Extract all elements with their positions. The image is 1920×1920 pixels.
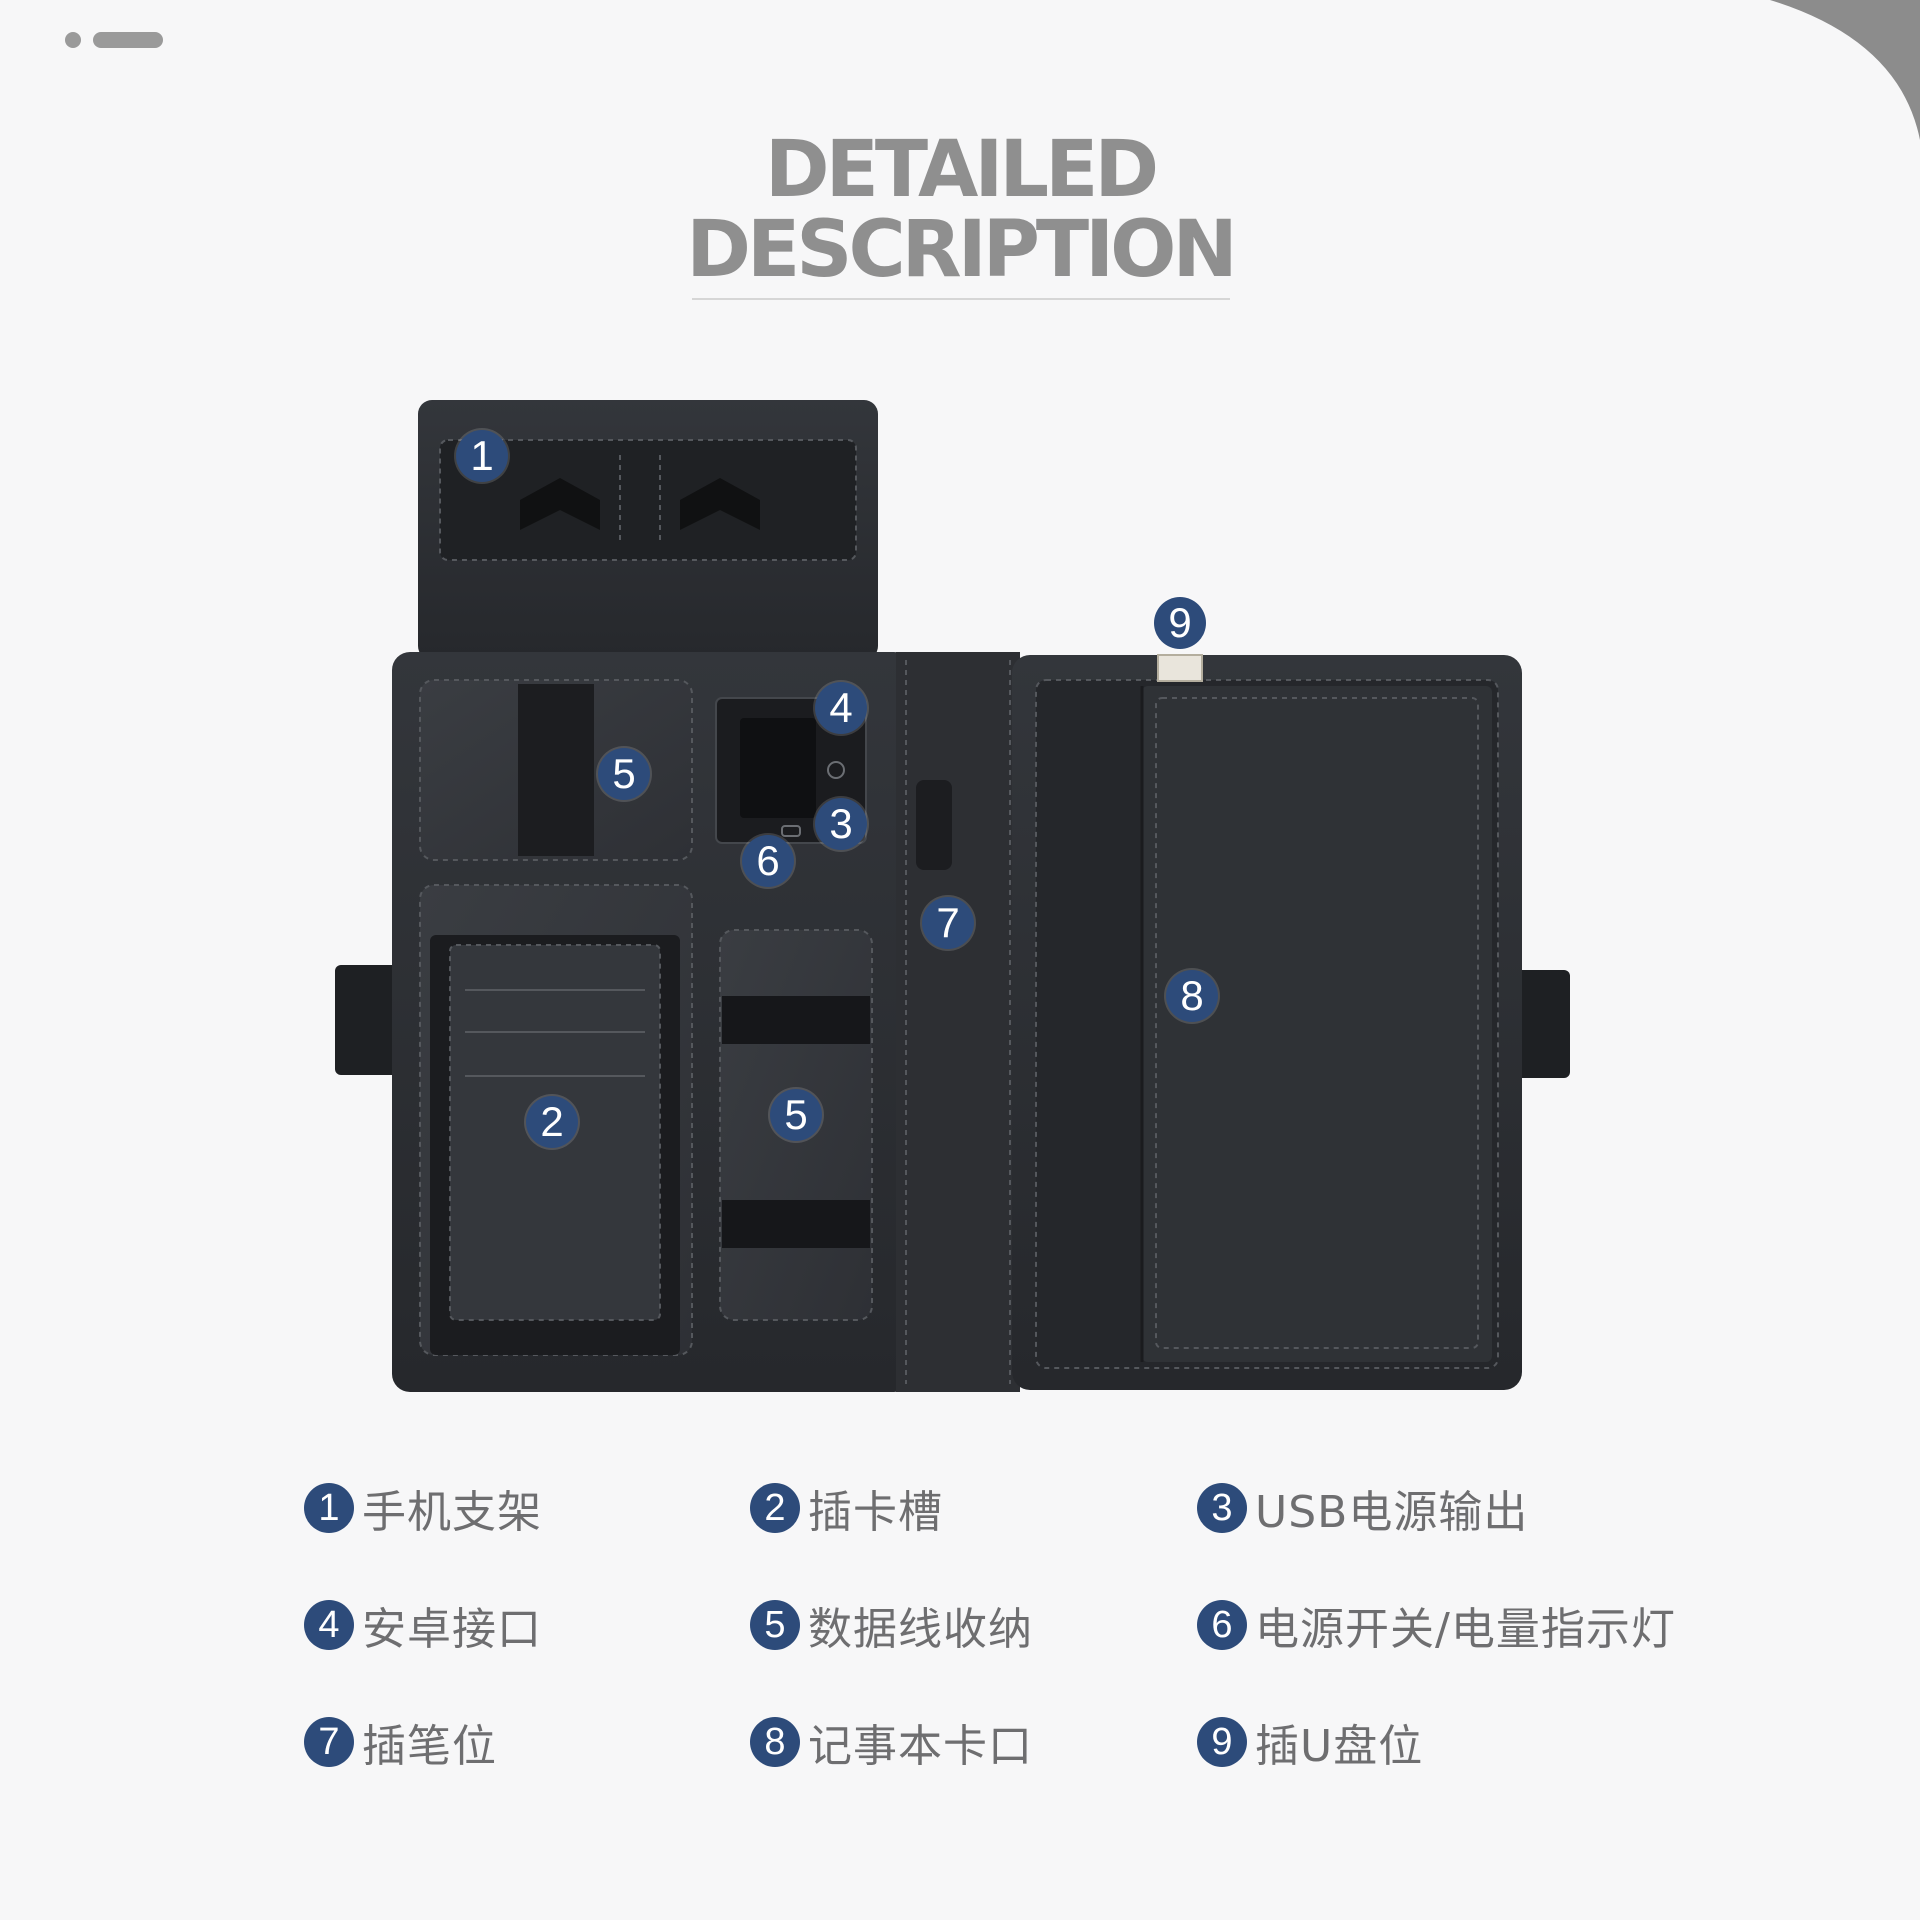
legend-number: 9 <box>1197 1717 1247 1767</box>
legend-item-power-switch: 6 电源开关/电量指示灯 <box>1197 1595 1676 1655</box>
legend-label: 手机支架 <box>362 1487 542 1538</box>
legend-number: 7 <box>304 1717 354 1767</box>
legend-item-cable-storage: 5 数据线收纳 <box>750 1595 1033 1655</box>
legend-number: 1 <box>304 1483 354 1533</box>
marker-usb-drive-slot: 9 <box>1154 597 1206 649</box>
legend-item-card-slot: 2 插卡槽 <box>750 1478 943 1538</box>
legend-number: 8 <box>750 1717 800 1767</box>
marker-power-switch: 6 <box>742 835 794 887</box>
legend-label: 记事本卡口 <box>808 1721 1033 1772</box>
marker-card-slot: 2 <box>526 1096 578 1148</box>
legend-number: 6 <box>1197 1600 1247 1650</box>
legend-label: 插U盘位 <box>1255 1721 1424 1772</box>
marker-usb-output: 3 <box>815 798 867 850</box>
marker-android-port: 4 <box>815 682 867 734</box>
marker-cable-storage-bottom: 5 <box>770 1089 822 1141</box>
legend-number: 3 <box>1197 1483 1247 1533</box>
legend-label: 安卓接口 <box>362 1604 542 1655</box>
legend-number: 5 <box>750 1600 800 1650</box>
corner-decoration <box>1770 0 1920 140</box>
right-panel <box>1012 654 1522 1390</box>
spine <box>896 652 1020 1392</box>
legend-item-usb-output: 3 USB电源输出 <box>1197 1478 1528 1538</box>
marker-pen-holder: 7 <box>922 897 974 949</box>
marker-cable-storage-top: 5 <box>598 748 650 800</box>
page-title: DETAILED DESCRIPTION <box>0 130 1920 290</box>
legend-label: USB电源输出 <box>1255 1487 1529 1538</box>
legend-label: 数据线收纳 <box>808 1604 1033 1655</box>
legend-label: 电源开关/电量指示灯 <box>1255 1604 1676 1655</box>
legend-number: 4 <box>304 1600 354 1650</box>
phone-stand-flap <box>418 400 878 660</box>
legend-label: 插笔位 <box>362 1721 497 1772</box>
legend-number: 2 <box>750 1483 800 1533</box>
title-underline <box>692 298 1230 300</box>
marker-notebook-slot: 8 <box>1166 970 1218 1022</box>
legend-label: 插卡槽 <box>808 1487 943 1538</box>
legend-item-usb-drive-slot: 9 插U盘位 <box>1197 1712 1423 1772</box>
legend-item-pen-holder: 7 插笔位 <box>304 1712 497 1772</box>
marker-phone-stand: 1 <box>456 430 508 482</box>
legend-item-phone-stand: 1 手机支架 <box>304 1478 542 1538</box>
legend-item-android-port: 4 安卓接口 <box>304 1595 542 1655</box>
legend-item-notebook-slot: 8 记事本卡口 <box>750 1712 1033 1772</box>
page-indicator-dot <box>65 32 81 48</box>
title-line-1: DETAILED <box>764 125 1159 215</box>
page-indicator-bar <box>93 32 163 48</box>
title-line-2: DESCRIPTION <box>686 205 1238 295</box>
